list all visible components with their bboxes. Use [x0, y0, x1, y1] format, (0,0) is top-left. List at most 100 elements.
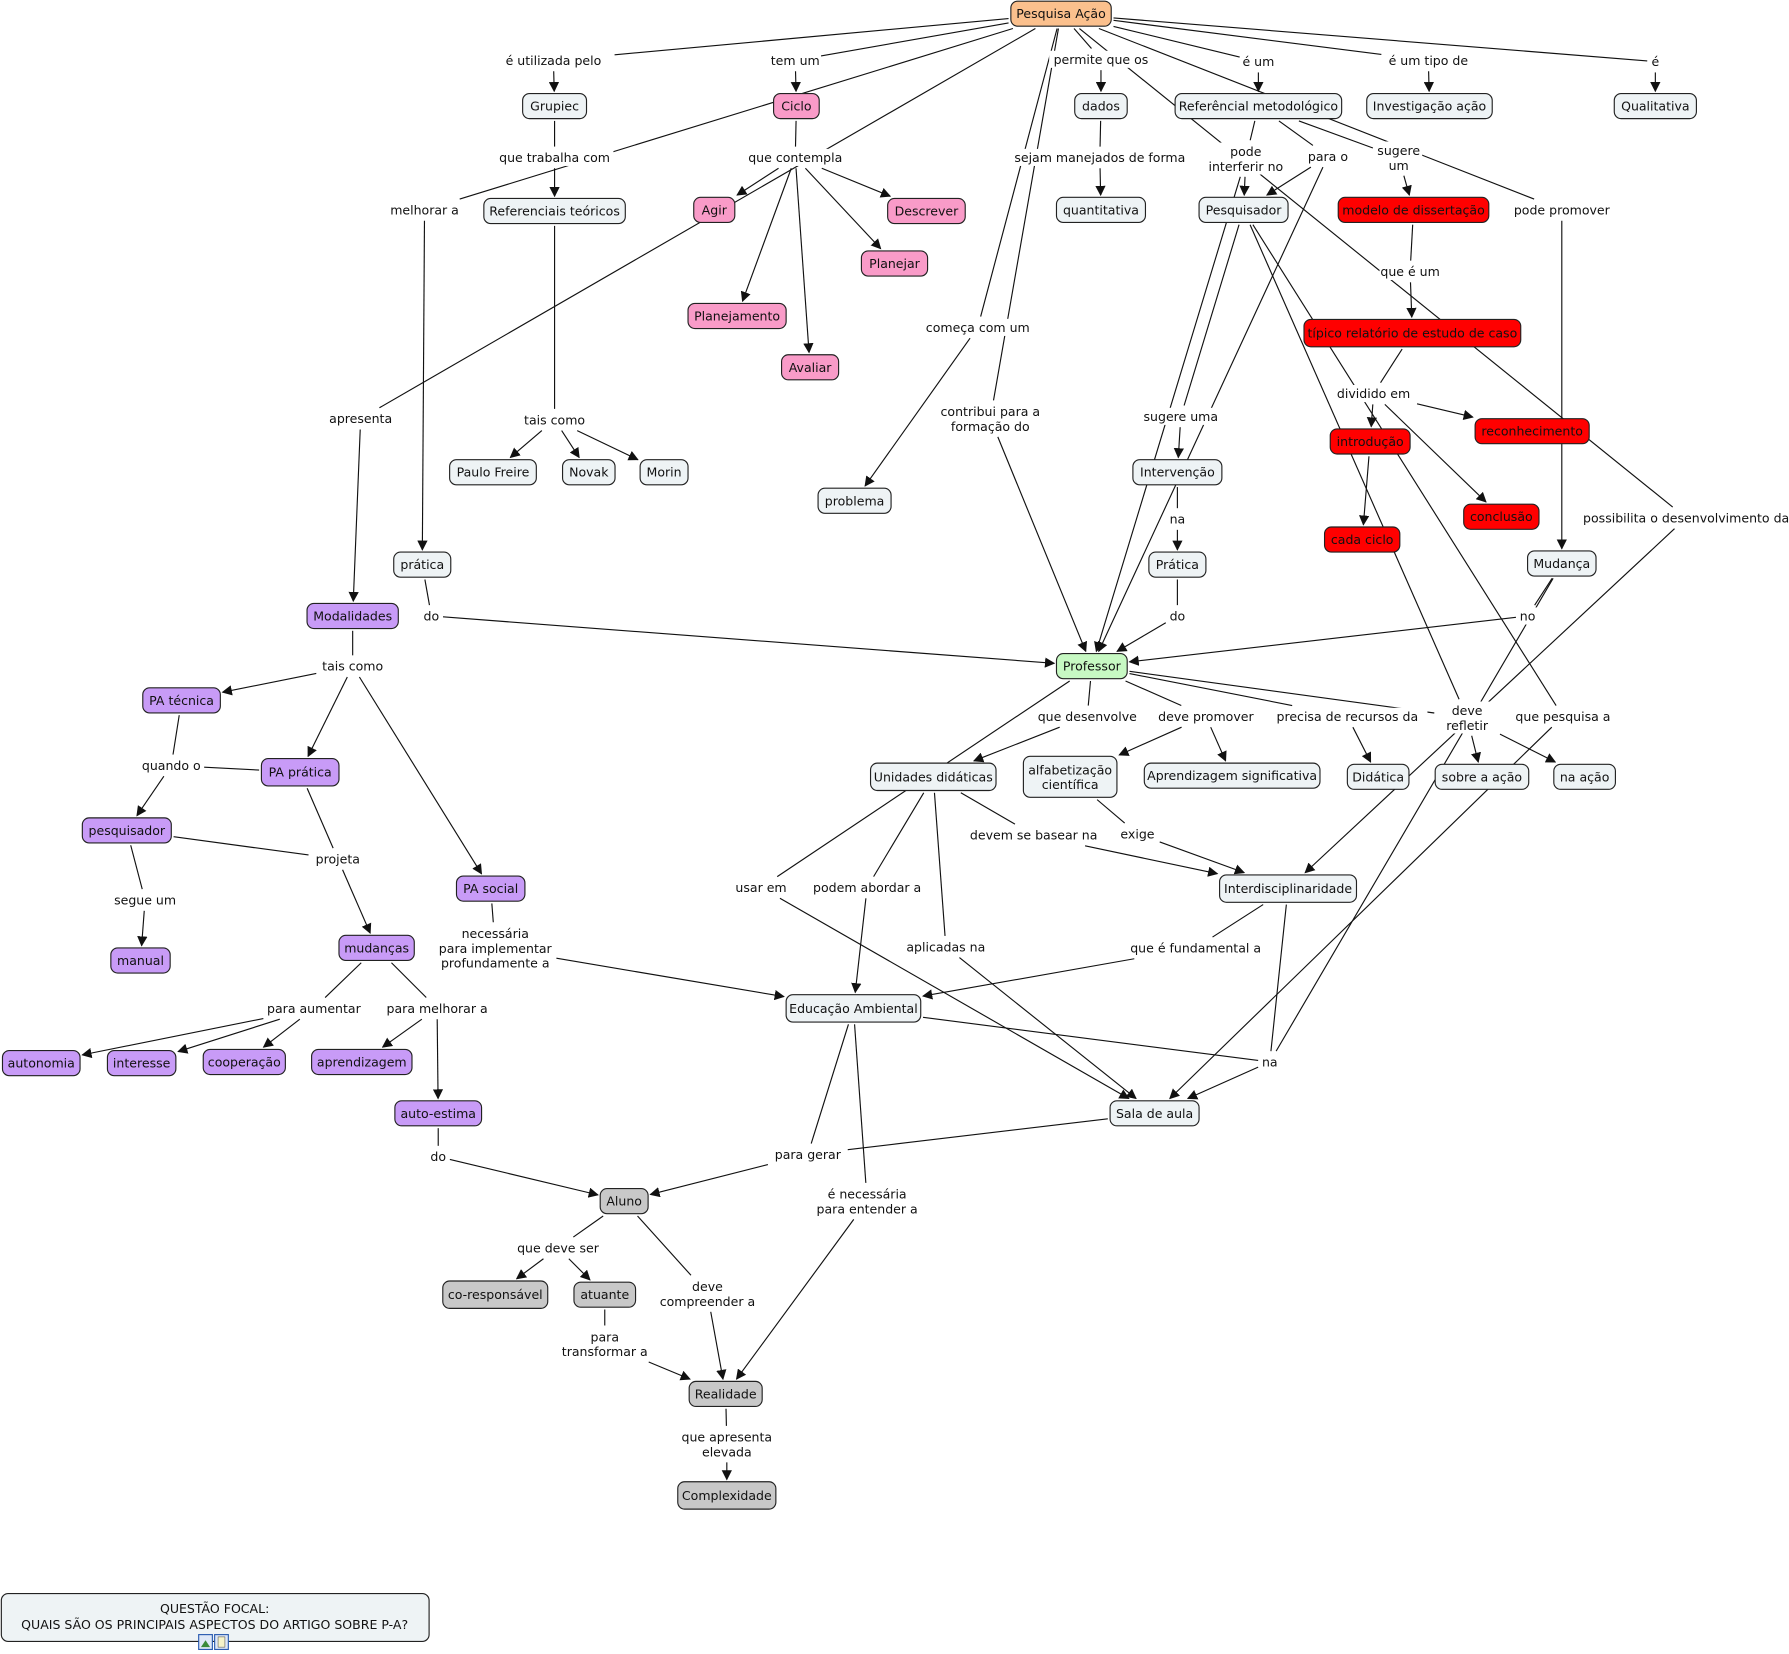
linking-phrase[interactable]: dividido em [1332, 384, 1415, 403]
linking-phrase[interactable]: que contempla [747, 148, 844, 166]
concept-aluno[interactable]: Aluno [599, 1188, 649, 1215]
concept-avaliar[interactable]: Avaliar [781, 354, 840, 381]
linking-phrase[interactable]: podem abordar a [811, 878, 923, 897]
linking-phrase[interactable]: para melhorar a [381, 999, 493, 1017]
linking-phrase[interactable]: que é um [1379, 262, 1441, 281]
linking-phrase[interactable]: devem se basear na [967, 826, 1100, 844]
linking-phrase[interactable]: para o [1304, 147, 1352, 165]
linking-phrase[interactable]: é um tipo de [1383, 51, 1474, 70]
concept-aprendsig[interactable]: Aprendizagem significativa [1143, 762, 1321, 789]
linking-phrase[interactable]: do [1168, 607, 1187, 625]
linking-phrase[interactable]: permite que os [1049, 50, 1153, 68]
concept-cadaciclo[interactable]: cada ciclo [1323, 526, 1401, 553]
linking-phrase[interactable]: que deve ser [513, 1239, 603, 1257]
linking-phrase[interactable]: que desenvolve [1035, 707, 1140, 725]
concept-planejar[interactable]: Planejar [860, 250, 929, 277]
linking-phrase[interactable]: deve promover [1157, 707, 1255, 725]
concept-mudanca[interactable]: Mudança [1527, 550, 1597, 577]
concept-pesquisador2[interactable]: pesquisador [81, 817, 172, 844]
concept-pasocial[interactable]: PA social [455, 875, 526, 902]
concept-intervencao[interactable]: Intervenção [1132, 459, 1223, 486]
linking-phrase[interactable]: possibilita o desenvolvimento da [1570, 509, 1789, 527]
concept-didatica[interactable]: Didática [1346, 763, 1410, 790]
concept-complexidade[interactable]: Complexidade [677, 1481, 777, 1510]
concept-descrever[interactable]: Descrever [887, 197, 966, 225]
linking-phrase[interactable]: do [422, 607, 441, 625]
concept-pratica2[interactable]: Prática [1148, 551, 1207, 578]
linking-phrase[interactable]: quando o [140, 756, 202, 774]
concept-manual[interactable]: manual [110, 947, 171, 974]
linking-phrase[interactable]: é um [1241, 53, 1275, 71]
linking-phrase[interactable]: tais como [520, 411, 589, 429]
focal-question-box[interactable]: QUESTÃO FOCAL: QUAIS SÃO OS PRINCIPAIS A… [0, 1592, 430, 1651]
concept-cooperacao[interactable]: cooperação [202, 1048, 286, 1076]
linking-phrase[interactable]: do [428, 1148, 448, 1166]
concept-qualitativa[interactable]: Qualitativa [1613, 92, 1697, 120]
document-icon[interactable] [214, 1634, 229, 1651]
concept-dados[interactable]: dados [1074, 92, 1128, 120]
linking-phrase[interactable]: sugere uma [1143, 407, 1219, 425]
linking-phrase[interactable]: exige [1117, 825, 1158, 843]
linking-phrase[interactable]: sejam manejados de forma [1012, 148, 1187, 166]
concept-naacao[interactable]: na ação [1553, 763, 1616, 790]
concept-coresp[interactable]: co-responsável [442, 1280, 549, 1309]
linking-phrase[interactable]: precisa de recursos da [1267, 707, 1428, 725]
linking-phrase[interactable]: é utilizada pelo [494, 51, 613, 70]
concept-unidades[interactable]: Unidades didáticas [869, 762, 997, 792]
linking-phrase[interactable]: é [1649, 53, 1662, 71]
concept-tipico[interactable]: típico relatório de estudo de caso [1303, 318, 1522, 348]
linking-phrase[interactable]: segue um [114, 891, 176, 909]
linking-phrase[interactable]: para gerar [770, 1145, 846, 1163]
concept-conclusao[interactable]: conclusão [1463, 503, 1540, 530]
concept-interesse[interactable]: interesse [106, 1050, 177, 1077]
linking-phrase[interactable]: que trabalha com [495, 148, 614, 166]
linking-phrase[interactable]: para aumentar [265, 999, 363, 1017]
concept-modelo[interactable]: modelo de dissertação [1337, 196, 1490, 224]
concept-invacao[interactable]: Investigação ação [1366, 92, 1493, 120]
linking-phrase[interactable]: pode promover [1513, 201, 1611, 219]
concept-reconhecimento[interactable]: reconhecimento [1474, 418, 1590, 445]
concept-paulo[interactable]: Paulo Freire [449, 459, 537, 486]
linking-phrase[interactable]: na [1168, 510, 1187, 528]
concept-agir[interactable]: Agir [693, 196, 736, 224]
concept-mudancas[interactable]: mudanças [338, 934, 415, 962]
concept-novak[interactable]: Novak [561, 459, 616, 486]
linking-phrase[interactable]: que é fundamental a [1122, 939, 1269, 957]
concept-patecnica[interactable]: PA técnica [142, 687, 221, 714]
concept-atuante[interactable]: atuante [573, 1281, 637, 1308]
concept-autonomia[interactable]: autonomia [1, 1050, 81, 1077]
concept-pa[interactable]: Pesquisa Ação [1010, 0, 1112, 27]
linking-phrase[interactable]: aplicadas na [901, 938, 991, 956]
linking-phrase[interactable]: começa com um [926, 318, 1030, 336]
linking-phrase[interactable]: projeta [310, 850, 365, 868]
concept-professor[interactable]: Professor [1055, 653, 1128, 680]
concept-quantitativa[interactable]: quantitativa [1055, 196, 1147, 224]
concept-modalidades[interactable]: Modalidades [306, 602, 399, 630]
image-icon[interactable] [198, 1634, 213, 1651]
concept-edamb[interactable]: Educação Ambiental [785, 994, 922, 1023]
linking-phrase[interactable]: apresenta [326, 410, 395, 428]
concept-pratica[interactable]: prática [393, 551, 452, 578]
linking-phrase[interactable]: que pesquisa a [1511, 707, 1615, 725]
concept-morin[interactable]: Morin [639, 459, 689, 486]
concept-grupiec[interactable]: Grupiec [522, 92, 588, 120]
concept-planejamento[interactable]: Planejamento [687, 302, 787, 330]
concept-sobre[interactable]: sobre a ação [1434, 763, 1530, 790]
concept-interdisc[interactable]: Interdisciplinaridade [1219, 874, 1358, 903]
concept-pesquisador[interactable]: Pesquisador [1198, 196, 1289, 224]
concept-reft[interactable]: Referenciais teóricos [483, 197, 626, 225]
concept-autoestima[interactable]: auto-estima [394, 1100, 483, 1127]
concept-introducao[interactable]: introdução [1329, 428, 1411, 455]
concept-papratica[interactable]: PA prática [260, 757, 340, 787]
concept-realidade[interactable]: Realidade [688, 1380, 763, 1408]
concept-refmet[interactable]: Referêncial metodológico [1174, 92, 1343, 120]
concept-ciclo[interactable]: Ciclo [773, 92, 820, 120]
concept-sala[interactable]: Sala de aula [1109, 1100, 1200, 1127]
